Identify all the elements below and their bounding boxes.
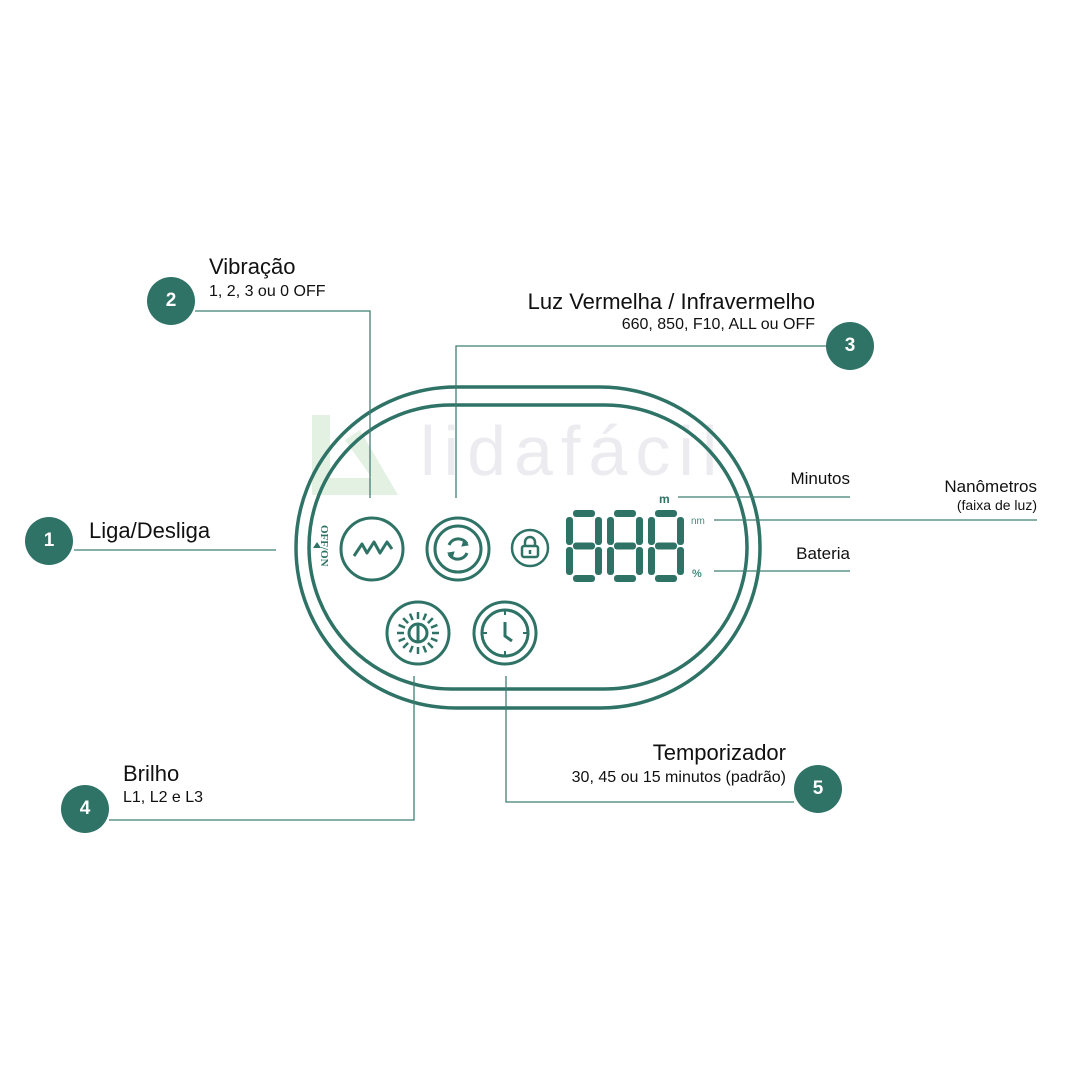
digit-segment: [655, 542, 677, 550]
lock-icon: [520, 544, 540, 559]
callout-title-timer: Temporizador: [652, 740, 786, 765]
device-inner-outline: [307, 403, 749, 691]
digit-segment: [648, 517, 655, 545]
sun-ray: [398, 637, 406, 643]
digit-segment: [655, 510, 677, 517]
callout-subtitle-vibration: 1, 2, 3 ou 0 OFF: [209, 283, 326, 300]
unit-percent: %: [692, 568, 702, 580]
label-battery: Bateria: [796, 544, 850, 563]
unit-nanometers: nm: [691, 516, 705, 527]
callout-badge-4: 4: [61, 785, 109, 833]
digit-segment: [566, 547, 573, 575]
label-nanometers-sub: (faixa de luz): [956, 497, 1037, 513]
callout-title-vibration: Vibração: [209, 254, 296, 279]
digit-segment: [573, 575, 595, 582]
digit-segment: [607, 517, 614, 545]
unit-minutes: m: [659, 492, 670, 506]
digit-segment: [636, 547, 643, 575]
sun-ray: [402, 617, 409, 624]
digit-segment: [655, 575, 677, 582]
watermark-logo-mark: [312, 415, 398, 495]
lock-button[interactable]: [510, 528, 550, 568]
label-minutes: Minutos: [790, 469, 850, 488]
label-nanometers: Nanômetros: [944, 477, 1037, 496]
sun-ray: [398, 623, 406, 629]
sun-ray: [430, 623, 438, 629]
callout-badge-1: 1: [25, 517, 73, 565]
segment-display: [566, 510, 684, 582]
brightness-button[interactable]: [385, 600, 451, 666]
leader-lines: [74, 310, 1037, 821]
digit-segment: [614, 510, 636, 517]
digit-segment: [595, 517, 602, 545]
power-arrow-icon: [313, 542, 321, 548]
sun-ray: [422, 613, 428, 621]
sun-ray: [427, 617, 434, 624]
sun-ray: [422, 645, 428, 653]
digit-segment: [614, 542, 636, 550]
callout-subtitle-brightness: L1, L2 e L3: [123, 789, 204, 806]
watermark-logo: lidafácil: [420, 412, 725, 490]
zigzag-icon: [352, 540, 394, 557]
digit-segment: [636, 517, 643, 545]
callout-badge-5: 5: [794, 765, 842, 813]
device-outer-outline: [294, 385, 762, 710]
sun-icon: [397, 612, 439, 654]
digit-segment: [648, 547, 655, 575]
digit-segment: [566, 517, 573, 545]
vibration-button[interactable]: [339, 516, 405, 582]
callout-title-light: Luz Vermelha / Infravermelho: [527, 289, 815, 314]
sun-ray: [408, 645, 414, 653]
callout-subtitle-timer: 30, 45 ou 15 minutos (padrão): [571, 769, 786, 786]
sun-ray: [408, 613, 414, 621]
digit-segment: [607, 547, 614, 575]
digit-segment: [573, 510, 595, 517]
sun-ray: [402, 642, 409, 649]
timer-button[interactable]: [472, 600, 538, 666]
callout-title-power: Liga/Desliga: [89, 518, 211, 543]
power-button[interactable]: [296, 520, 336, 580]
digit-segment: [573, 542, 595, 550]
digit-segment: [595, 547, 602, 575]
sun-ray: [427, 642, 434, 649]
digit-segment: [614, 575, 636, 582]
callout-badge-2: 2: [147, 277, 195, 325]
sun-ray: [430, 637, 438, 643]
callout-badge-3: 3: [826, 322, 874, 370]
digit-segment: [677, 517, 684, 545]
callout-title-brightness: Brilho: [123, 761, 180, 786]
light-mode-button[interactable]: [425, 516, 491, 582]
callout-subtitle-light: 660, 850, F10, ALL ou OFF: [621, 316, 815, 333]
digit-segment: [677, 547, 684, 575]
power-label: OFF/ON: [318, 525, 330, 567]
